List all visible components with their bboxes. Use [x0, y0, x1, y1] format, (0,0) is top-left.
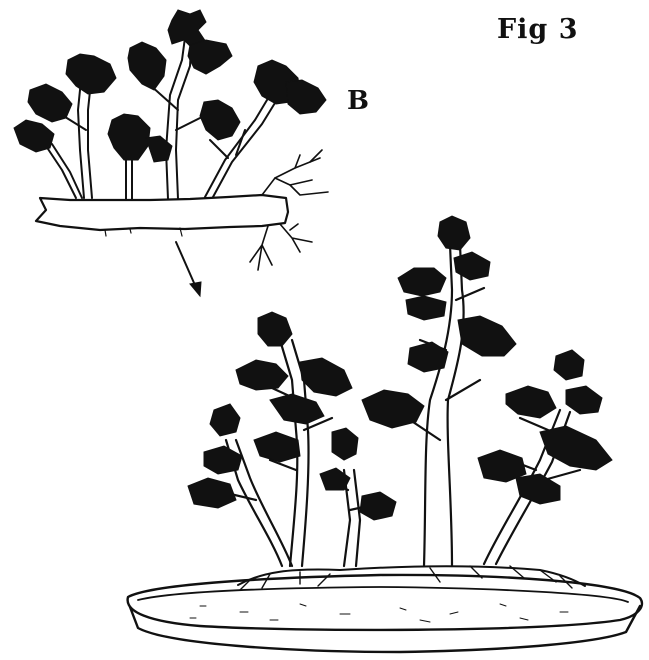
figure-label: Fig 3 [497, 14, 579, 45]
bonsai-pot [128, 575, 642, 652]
forest-planting [128, 216, 642, 652]
transition-arrow [176, 242, 201, 296]
raft-trunk [36, 195, 288, 230]
forest-foliage [188, 216, 612, 520]
raft-roots [250, 150, 328, 270]
raft-foliage [14, 10, 326, 162]
raft-drawing [14, 10, 328, 270]
part-label: B [347, 86, 369, 116]
pot-rim [128, 575, 642, 630]
